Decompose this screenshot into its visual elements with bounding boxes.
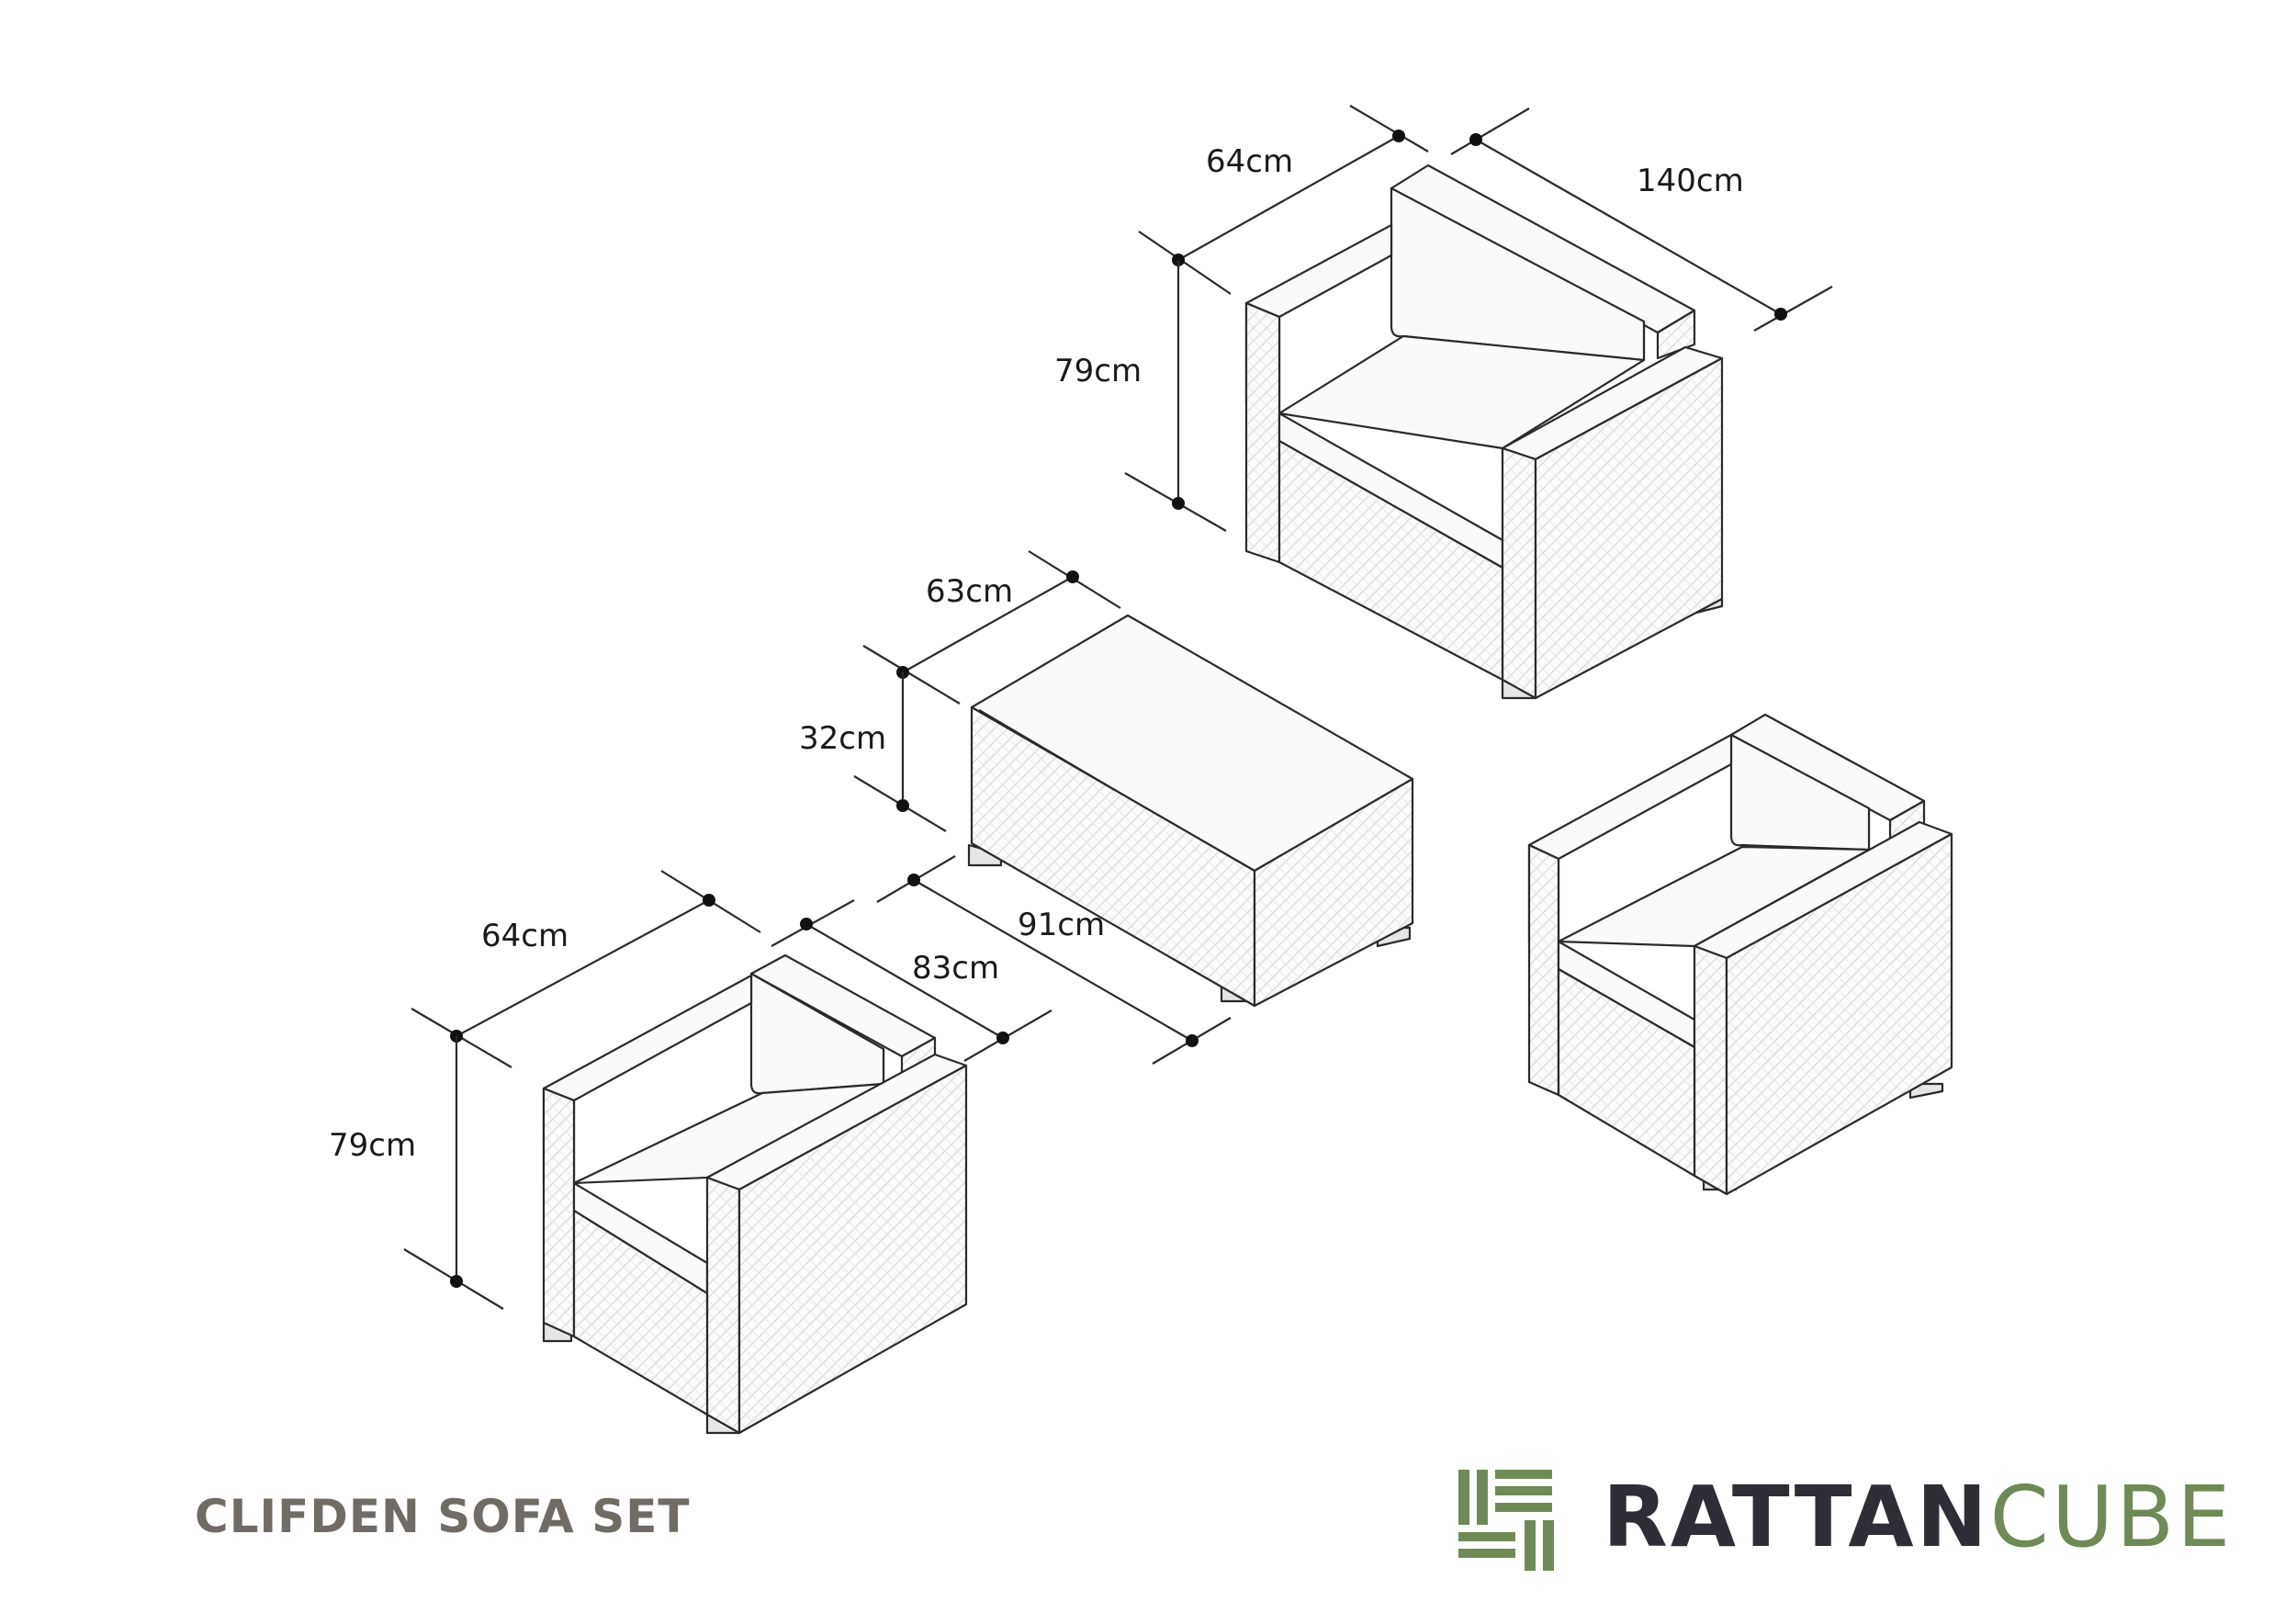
table-height-label: 32cm [799,720,886,757]
sofa-depth-label: 64cm [1206,143,1293,180]
sofa-width-label: 140cm [1637,163,1744,199]
table-depth-label: 63cm [926,573,1013,610]
sofa [1244,164,1724,700]
coffee-table [967,614,1414,1008]
brand-name-part2: CUBE [1989,1468,2234,1566]
brand-name-part1: RATTAN [1603,1468,1990,1566]
armchair-width-label: 83cm [912,950,999,987]
table-dim-height: 32cm [799,672,947,832]
armchair-left [542,953,968,1435]
table-dim-depth: 63cm [862,550,1121,705]
rattancube-logo-icon [1458,1470,1554,1571]
armchair-right [1527,713,1953,1196]
armchair-dim-width: 83cm [771,899,1052,1062]
table-width-label: 91cm [1018,907,1105,943]
armchair-height-label: 79cm [329,1127,416,1164]
sofa-dim-width: 140cm [1450,107,1833,332]
product-title: CLIFDEN SOFA SET [195,1490,691,1543]
table-dim-width: 91cm [876,855,1232,1065]
armchair-dim-depth: 64cm [411,870,761,1068]
brand-name: RATTANCUBE [1603,1468,2233,1566]
armchair-dim-height: 79cm [329,1036,504,1310]
sofa-dim-depth: 64cm [1138,105,1429,295]
sofa-dim-height: 79cm [1054,260,1227,532]
sofa-height-label: 79cm [1054,353,1142,389]
armchair-depth-label: 64cm [481,918,568,954]
